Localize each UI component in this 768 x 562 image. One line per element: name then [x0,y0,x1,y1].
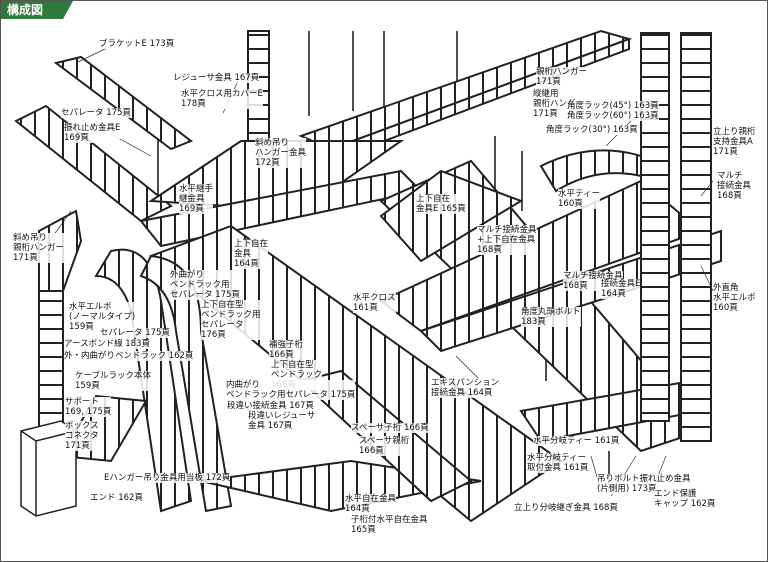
label-angle-rack-bolt: 角度丸頭ボルト 183頁 [521,307,581,327]
label-box-connector: ボックス コネクタ 171頁 [65,421,99,451]
label-horizontal-branch-tee-fitting: 水平分岐ティー 取付金具 161頁 [527,453,589,473]
label-step-connection-fitting: 段違い接続金具 167頁 [227,401,314,411]
section-title: 構成図 [1,1,73,19]
label-up-joint-fitting-e: 上下自在 金具E 165頁 [416,194,466,214]
label-horizontal-cross-cover-e: 水平クロス用カバーE 178頁 [181,89,263,109]
label-ladder-hanger: 親桁ハンガー 171頁 [536,67,588,87]
label-spacer-beam: スペーサ子桁 166頁 [351,423,429,433]
label-rising-ladder-support-a: 立上り親桁 支持金具A 171頁 [713,127,756,157]
label-up-joint-fitting: 上下自在 金具 164頁 [234,239,269,269]
label-cable-rack-body: ケーブルラック本体 159頁 [75,371,151,391]
label-angle-rack-30: 角度ラック(30°) 163頁 [546,125,638,135]
label-end: エンド 162頁 [90,493,143,503]
label-rising-branch-fitting: 立上り分岐継ぎ金具 168頁 [514,503,618,513]
label-multi-joint-up-joint: マルチ接続金具 +上下自在金具 168頁 [477,225,537,255]
label-separator: セパレータ 175頁 [61,108,131,118]
label-expansion-connection-fitting: エキスパンション 接続金具 164頁 [431,378,500,398]
label-spacer-ladder: スペーサ親桁 166頁 [359,436,410,456]
label-diagonal-hanger-fitting: 斜め吊り ハンガー金具 172頁 [255,138,307,168]
label-end-protection-cap: エンド保護 キャップ 162頁 [654,489,716,509]
label-up-joint-bend-separator: 上下自在型 ベンドラック用 セパレータ 176頁 [201,300,261,340]
label-inner-outer-bend-rack: 外・内曲がりベンドラック 162頁 [64,351,194,361]
label-multi-connection-fitting: マルチ 接続金具 168頁 [717,171,752,201]
label-horizontal-branch-tee: 水平分岐ティー 161頁 [533,436,620,446]
label-bracket-e: ブラケットE 173頁 [99,39,175,49]
label-angle-rack-45-60: 角度ラック(45°) 163頁 角度ラック(60°) 163頁 [567,101,659,121]
label-earth-bond-wire: アースボンド線 183頁 [64,339,150,349]
label-anti-sway-fitting-e: 振れ止め金具E 169頁 [64,123,121,143]
label-horizontal-joint-fitting: 水平自在金具 164頁 [345,494,397,514]
label-connection-fitting-e: 接続金具E 164頁 [601,279,641,299]
label-reducer-fitting: レジューサ金具 167頁 [173,73,260,83]
label-inner-bend-separator: 内曲がり ベンドラック用セパレータ 175頁 [226,380,356,400]
label-separator-2: セパレータ 175頁 [100,328,170,338]
label-beam-horizontal-joint: 子桁付水平自在金具 165頁 [351,515,428,535]
label-horizontal-connection-fitting: 水平継手 継金具 169頁 [179,184,214,214]
label-e-hanger-plate: Eハンガー吊り金具用当板 172頁 [104,473,231,483]
label-horizontal-elbow-normal: 水平エルボ (ノーマルタイプ) 159頁 [69,302,136,332]
label-horizontal-tee: 水平ティー 160頁 [558,189,600,209]
label-reinforcement-beam: 補強子桁 166頁 [269,340,304,360]
label-support: サポート 169, 175頁 [65,397,112,417]
label-step-reducer: 段違いレジューサ 金具 167頁 [248,411,316,431]
label-outer-corner-horizontal-elbow: 外直角 水平エルボ 160頁 [713,283,756,313]
label-outer-bend-separator: 外曲がり ベンドラック用 セパレータ 175頁 [170,270,240,300]
label-diagonal-hanging-hanger: 斜め吊り 親桁ハンガー 171頁 [13,233,65,263]
label-horizontal-cross: 水平クロス 161頁 [353,293,396,313]
